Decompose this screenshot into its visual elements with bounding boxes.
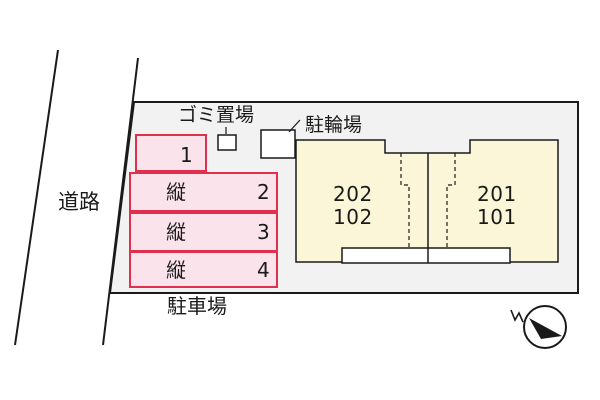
entry-recess-left	[400, 153, 410, 250]
parking-space-2-number: 2	[257, 180, 270, 204]
parking-space-1	[135, 134, 207, 172]
parking-space-3-number: 3	[257, 220, 270, 244]
compass-needle	[529, 318, 562, 339]
unit-201: 201	[477, 182, 517, 206]
balcony	[341, 247, 511, 264]
entry-recess-right	[446, 153, 456, 250]
unit-202: 202	[333, 182, 373, 206]
bicycle-parking	[260, 129, 296, 159]
parking-space-4-number: 4	[257, 258, 270, 282]
parking-space-4-type: 縦	[166, 258, 186, 282]
bicycle-leader	[288, 119, 301, 133]
unit-102: 102	[333, 205, 373, 229]
parking-space-3	[129, 212, 278, 252]
trash-area	[217, 134, 237, 151]
compass-north-mark	[510, 309, 524, 323]
road-label: 道路	[58, 190, 100, 214]
parking-space-3-type: 縦	[166, 220, 186, 244]
parking-space-2	[129, 172, 278, 212]
parking-space-2-type: 縦	[166, 180, 186, 204]
compass	[510, 305, 567, 349]
unit-101: 101	[477, 205, 517, 229]
parking-label: 駐車場	[167, 294, 227, 318]
road-edge-left	[14, 49, 59, 346]
parking-space-4	[129, 251, 278, 288]
bicycle-label: 駐輪場	[305, 114, 363, 136]
trash-label: ゴミ置場	[178, 104, 255, 126]
parking-space-1-number: 1	[180, 143, 193, 167]
